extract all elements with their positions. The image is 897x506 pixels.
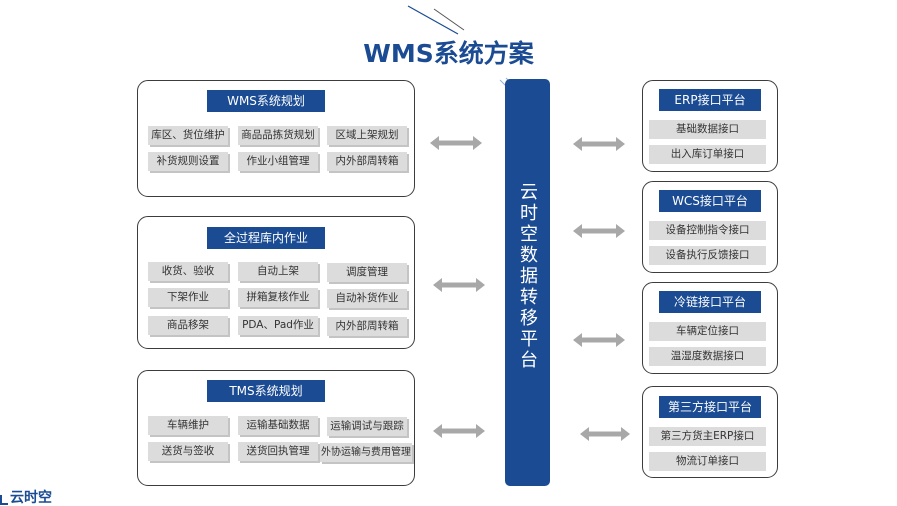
panel-header: 第三方接口平台: [659, 396, 761, 418]
chip: 第三方货主ERP接口: [649, 427, 766, 446]
logo-text: 云时空: [10, 490, 52, 506]
data-transfer-platform-bar: 云时空数据转移平台: [505, 79, 550, 486]
panel-warehouse-ops: 全过程库内作业 收货、验收 自动上架 调度管理 下架作业 拼箱复核作业 自动补货…: [137, 216, 415, 349]
chip: 作业小组管理: [238, 152, 318, 171]
chip: 车辆维护: [148, 416, 228, 435]
company-logo: 云时空: [0, 491, 52, 505]
panel-header: ERP接口平台: [659, 89, 761, 111]
chip: 送货回执管理: [238, 442, 318, 461]
panel-wcs-interface: WCS接口平台 设备控制指令接口 设备执行反馈接口: [642, 181, 778, 273]
chip: 补货规则设置: [148, 152, 228, 171]
chip: 温湿度数据接口: [649, 347, 766, 366]
chip: 拼箱复核作业: [238, 288, 318, 307]
double-arrow-icon: [430, 136, 482, 150]
chip: 库区、货位维护: [148, 126, 228, 145]
chip: 设备控制指令接口: [649, 221, 766, 240]
panel-header: WCS接口平台: [659, 190, 761, 212]
panel-tms-planning: TMS系统规划 车辆维护 运输基础数据 运输调试与跟踪 送货与签收 送货回执管理…: [137, 370, 415, 486]
chip: 商品品拣货规划: [238, 126, 318, 145]
chip: 下架作业: [148, 288, 228, 307]
panel-erp-interface: ERP接口平台 基础数据接口 出入库订单接口: [642, 80, 778, 172]
panel-header: 冷链接口平台: [659, 291, 761, 313]
chip: 自动上架: [238, 262, 318, 281]
double-arrow-icon: [573, 224, 625, 238]
chip: 调度管理: [327, 263, 407, 282]
chip: 内外部周转箱: [327, 317, 407, 336]
chip: 商品移架: [148, 316, 228, 335]
chip: 基础数据接口: [649, 120, 766, 139]
chip: 物流订单接口: [649, 452, 766, 471]
double-arrow-icon: [573, 333, 625, 347]
double-arrow-icon: [580, 427, 630, 441]
panel-header: 全过程库内作业: [207, 227, 325, 249]
chip: 区域上架规划: [327, 126, 407, 145]
chip: 出入库订单接口: [649, 145, 766, 164]
double-arrow-icon: [433, 278, 485, 292]
chip: PDA、Pad作业: [238, 316, 318, 335]
chip: 送货与签收: [148, 442, 228, 461]
page-title: WMS系统方案: [363, 39, 534, 68]
chip: 运输调试与跟踪: [327, 417, 407, 436]
chip: 内外部周转箱: [327, 152, 407, 171]
chip: 自动补货作业: [327, 289, 407, 308]
panel-header: WMS系统规划: [207, 90, 325, 112]
double-arrow-icon: [573, 137, 625, 151]
chip: 车辆定位接口: [649, 322, 766, 341]
panel-header: TMS系统规划: [207, 380, 325, 402]
chip: 设备执行反馈接口: [649, 246, 766, 265]
panel-coldchain-interface: 冷链接口平台 车辆定位接口 温湿度数据接口: [642, 282, 778, 374]
chip: 外协运输与费用管理: [320, 443, 412, 462]
panel-thirdparty-interface: 第三方接口平台 第三方货主ERP接口 物流订单接口: [642, 386, 778, 478]
chip: 运输基础数据: [238, 416, 318, 435]
center-bar-label: 云时空数据转移平台: [517, 182, 538, 371]
panel-wms-planning: WMS系统规划 库区、货位维护 商品品拣货规划 区域上架规划 补货规则设置 作业…: [137, 80, 415, 197]
double-arrow-icon: [433, 424, 485, 438]
chip: 收货、验收: [148, 262, 228, 281]
